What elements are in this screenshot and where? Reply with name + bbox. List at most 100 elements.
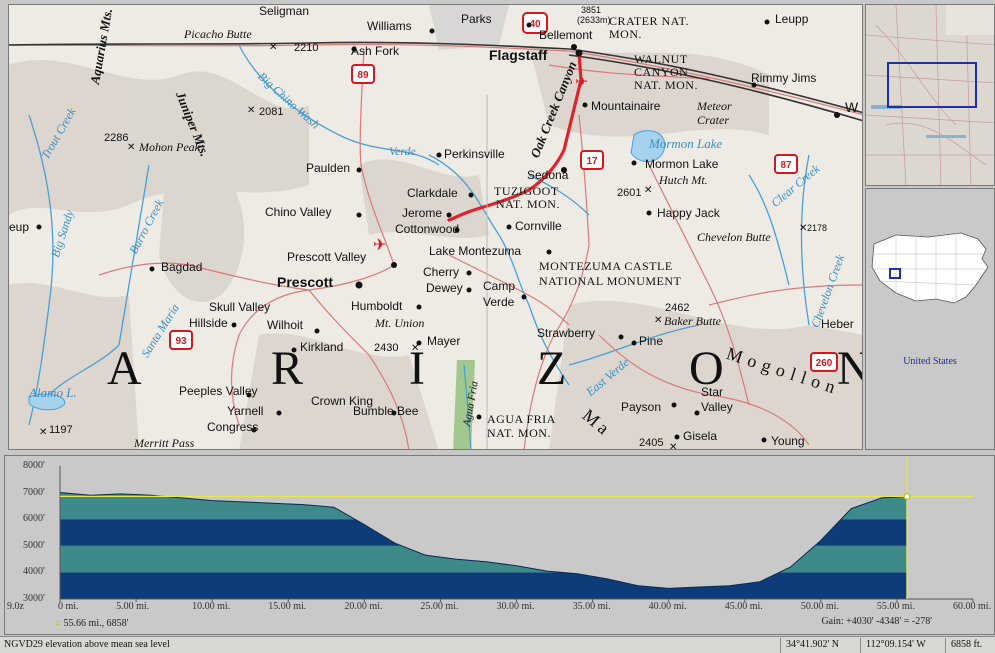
x-tick-label: 60.00 mi. [953, 601, 992, 612]
place-leupp[interactable]: Leupp [775, 12, 809, 26]
status-separator [780, 638, 781, 653]
status-datum: NGVD29 elevation above mean sea level [4, 639, 170, 650]
place-cottonwood[interactable]: Cottonwood [395, 222, 460, 236]
place-chino-valley[interactable]: Chino Valley [265, 205, 332, 219]
x-tick-label: 20.00 mi. [344, 601, 383, 612]
place-bumble-bee[interactable]: Bumble Bee [353, 404, 419, 418]
place-congress[interactable]: Congress [207, 420, 259, 434]
terrain-outline [59, 492, 908, 600]
place-hillside[interactable]: Hillside [189, 316, 228, 330]
place-cherry[interactable]: Cherry [423, 265, 460, 279]
elev-2601: 2601 [617, 187, 642, 199]
elevation-gain-readout: Gain: +4030' -4348' = -278' [821, 616, 932, 627]
place-parks[interactable]: Parks [461, 12, 492, 26]
place-cup[interactable]: eup [9, 220, 30, 234]
y-tick-label: 7000' [23, 486, 45, 498]
svg-text:✕: ✕ [127, 142, 135, 153]
status-separator [860, 638, 861, 653]
place-mayer[interactable]: Mayer [427, 334, 461, 348]
state-letter-z: Z [537, 342, 567, 395]
place-mormon-lake-town[interactable]: Mormon Lake [645, 157, 719, 171]
place-bellemont[interactable]: Bellemont [539, 28, 593, 42]
svg-text:✕: ✕ [669, 442, 677, 450]
elev-2210: 2210 [294, 42, 319, 54]
feature-agua-fria-nm-2: NAT. MON. [487, 426, 551, 440]
feature-mormon-lake: Mormon Lake [649, 136, 723, 151]
place-star-valley[interactable]: Star Valley [701, 385, 733, 414]
place-meteor-crater[interactable]: Meteor Crater [697, 99, 732, 127]
place-heber[interactable]: Heber [821, 317, 854, 331]
x-tick-label: 55.00 mi. [876, 601, 915, 612]
place-flagstaff[interactable]: Flagstaff [489, 47, 548, 63]
topographic-map[interactable]: 40 89 17 87 93 260 ✈ ✈ [8, 4, 863, 450]
overview-map[interactable] [865, 4, 995, 186]
place-bagdad[interactable]: Bagdad [161, 260, 203, 274]
place-ash-fork[interactable]: Ash Fork [351, 44, 400, 58]
state-letter-o: O [689, 342, 724, 395]
place-camp-verde[interactable]: Camp Verde [483, 279, 516, 309]
route-shield-40: 40 [522, 12, 548, 34]
feature-montezuma-castle-2: NATIONAL MONUMENT [539, 274, 682, 288]
place-skull-valley[interactable]: Skull Valley [209, 300, 271, 314]
place-lake-montezuma[interactable]: Lake Montezuma [429, 244, 522, 258]
place-prescott-valley[interactable]: Prescott Valley [287, 250, 367, 264]
svg-text:17: 17 [586, 156, 598, 167]
feature-tuzigoot-2: NAT. MON. [496, 197, 560, 211]
place-perkinsville[interactable]: Perkinsville [444, 147, 505, 161]
place-crown-king[interactable]: Crown King [311, 394, 374, 408]
feature-chevelon-butte: Chevelon Butte [697, 230, 771, 244]
elevation-profile-chart [59, 456, 974, 602]
place-cornville[interactable]: Cornville [515, 219, 562, 233]
svg-text:✕: ✕ [269, 42, 277, 53]
svg-text:87: 87 [780, 160, 792, 171]
elev-3851: 3851 [581, 5, 602, 15]
place-williams[interactable]: Williams [367, 19, 412, 33]
place-seligman[interactable]: Seligman [259, 4, 310, 18]
cursor-readout: ○ 55.66 mi., 6858' [55, 618, 128, 629]
y-tick-label: 6000' [23, 513, 45, 525]
x-tick-label: 40.00 mi. [648, 601, 687, 612]
place-sedona[interactable]: Sedona [527, 168, 569, 182]
x-tick-label: 25.00 mi. [420, 601, 459, 612]
route-shield-93: 93 [169, 330, 193, 350]
place-peeples-valley[interactable]: Peeples Valley [179, 384, 258, 398]
place-mountainaire[interactable]: Mountainaire [591, 99, 661, 113]
x-tick-label: 15.00 mi. [268, 601, 307, 612]
place-dewey[interactable]: Dewey [426, 281, 463, 295]
place-paulden[interactable]: Paulden [306, 161, 351, 175]
status-bar: NGVD29 elevation above mean sea level 34… [0, 636, 995, 653]
place-w[interactable]: W [845, 99, 859, 115]
place-clarkdale[interactable]: Clarkdale [407, 186, 458, 200]
place-prescott[interactable]: Prescott [277, 274, 334, 290]
status-separator [945, 638, 946, 653]
place-strawberry[interactable]: Strawberry [537, 326, 596, 340]
elevation-profile[interactable]: 8000'7000'6000'5000'4000'3000' 0 mi.5.00… [4, 455, 995, 635]
usa-location-marker [889, 268, 901, 279]
y-tick-label: 3000' [23, 593, 45, 604]
place-payson[interactable]: Payson [621, 400, 662, 414]
status-longitude: 112°09.154' W [866, 639, 926, 650]
place-yarnell[interactable]: Yarnell [227, 404, 264, 418]
place-kirkland[interactable]: Kirkland [300, 340, 344, 354]
place-wilhoit[interactable]: Wilhoit [267, 318, 304, 332]
state-letter-r: R [271, 342, 304, 395]
place-jerome[interactable]: Jerome [402, 206, 443, 220]
x-tick-label: 45.00 mi. [724, 601, 763, 612]
place-pine[interactable]: Pine [639, 334, 664, 348]
place-young[interactable]: Young [771, 434, 805, 448]
x-tick-label: 10.00 mi. [192, 601, 231, 612]
y-tick-label: 5000' [23, 539, 45, 551]
feature-hutch-mt: Hutch Mt. [659, 173, 708, 187]
elev-2633m: (2633m) [577, 15, 611, 25]
place-happy-jack[interactable]: Happy Jack [657, 206, 720, 220]
svg-text:✈: ✈ [575, 72, 588, 91]
place-gisela[interactable]: Gisela [683, 429, 718, 443]
place-humboldt[interactable]: Humboldt [351, 299, 403, 313]
svg-text:260: 260 [816, 358, 833, 369]
x-tick-label: 30.00 mi. [496, 601, 535, 612]
svg-text:40: 40 [529, 19, 541, 30]
country-locator-map[interactable]: United States [865, 188, 995, 450]
place-rimmy-jims[interactable]: Rimmy Jims [751, 71, 817, 85]
route-shield-260: 260 [810, 352, 838, 372]
